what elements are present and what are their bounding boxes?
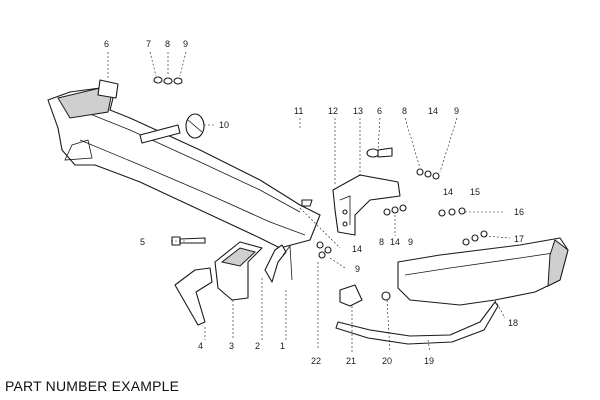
callout-20: 20 — [382, 356, 392, 366]
rubber-cap — [185, 113, 205, 139]
callout-14: 14 — [443, 187, 453, 197]
spacer-2 — [264, 244, 287, 283]
corner-bumper — [397, 237, 569, 306]
callout-21: 21 — [346, 356, 356, 366]
callout-8: 8 — [379, 237, 384, 247]
strip-1 — [282, 244, 293, 281]
mounting-plate — [97, 79, 119, 99]
callout-10: 10 — [219, 120, 229, 130]
callout-19: 19 — [424, 356, 434, 366]
callout-14: 14 — [352, 244, 362, 254]
screw-20 — [381, 291, 391, 301]
bolt-top-right — [366, 147, 393, 158]
bracket-3 — [214, 241, 263, 301]
callout-14: 14 — [428, 106, 438, 116]
callout-5: 5 — [140, 237, 145, 247]
callout-11: 11 — [294, 106, 303, 116]
callout-13: 13 — [353, 106, 363, 116]
callout-9: 9 — [454, 106, 459, 116]
callout-2: 2 — [255, 341, 260, 351]
callout-6: 6 — [104, 39, 109, 49]
reinforcement-strip — [139, 124, 181, 144]
callout-9: 9 — [183, 39, 188, 49]
callout-8: 8 — [402, 106, 407, 116]
bolt-5 — [171, 236, 206, 246]
callout-17: 17 — [514, 234, 524, 244]
callout-1: 1 — [280, 341, 285, 351]
caption: PART NUMBER EXAMPLE — [5, 378, 180, 394]
callout-15: 15 — [470, 187, 480, 197]
side-bracket — [332, 174, 401, 236]
clip-21 — [339, 284, 363, 307]
nut-cluster-upper — [416, 168, 440, 180]
nut-cluster-mid — [383, 204, 488, 246]
callout-3: 3 — [229, 341, 234, 351]
trim-strip — [335, 301, 499, 345]
callout-22: 22 — [311, 356, 321, 366]
callout-6: 6 — [377, 106, 382, 116]
callout-14: 14 — [390, 237, 400, 247]
callout-16: 16 — [514, 207, 524, 217]
bumper-bar — [47, 87, 321, 249]
callout-numbers: 6 7 8 9 10 11 12 13 6 8 14 9 14 15 16 17… — [104, 39, 524, 366]
callout-8: 8 — [165, 39, 170, 49]
callout-4: 4 — [198, 341, 203, 351]
bracket-4 — [174, 267, 213, 326]
callout-9: 9 — [408, 237, 413, 247]
hardware-washers-top — [153, 76, 183, 85]
callout-7: 7 — [146, 39, 151, 49]
callout-12: 12 — [328, 106, 338, 116]
leader-lines — [107, 51, 511, 353]
hardware-center — [301, 199, 332, 259]
callout-9: 9 — [355, 264, 360, 274]
callout-18: 18 — [508, 318, 518, 328]
